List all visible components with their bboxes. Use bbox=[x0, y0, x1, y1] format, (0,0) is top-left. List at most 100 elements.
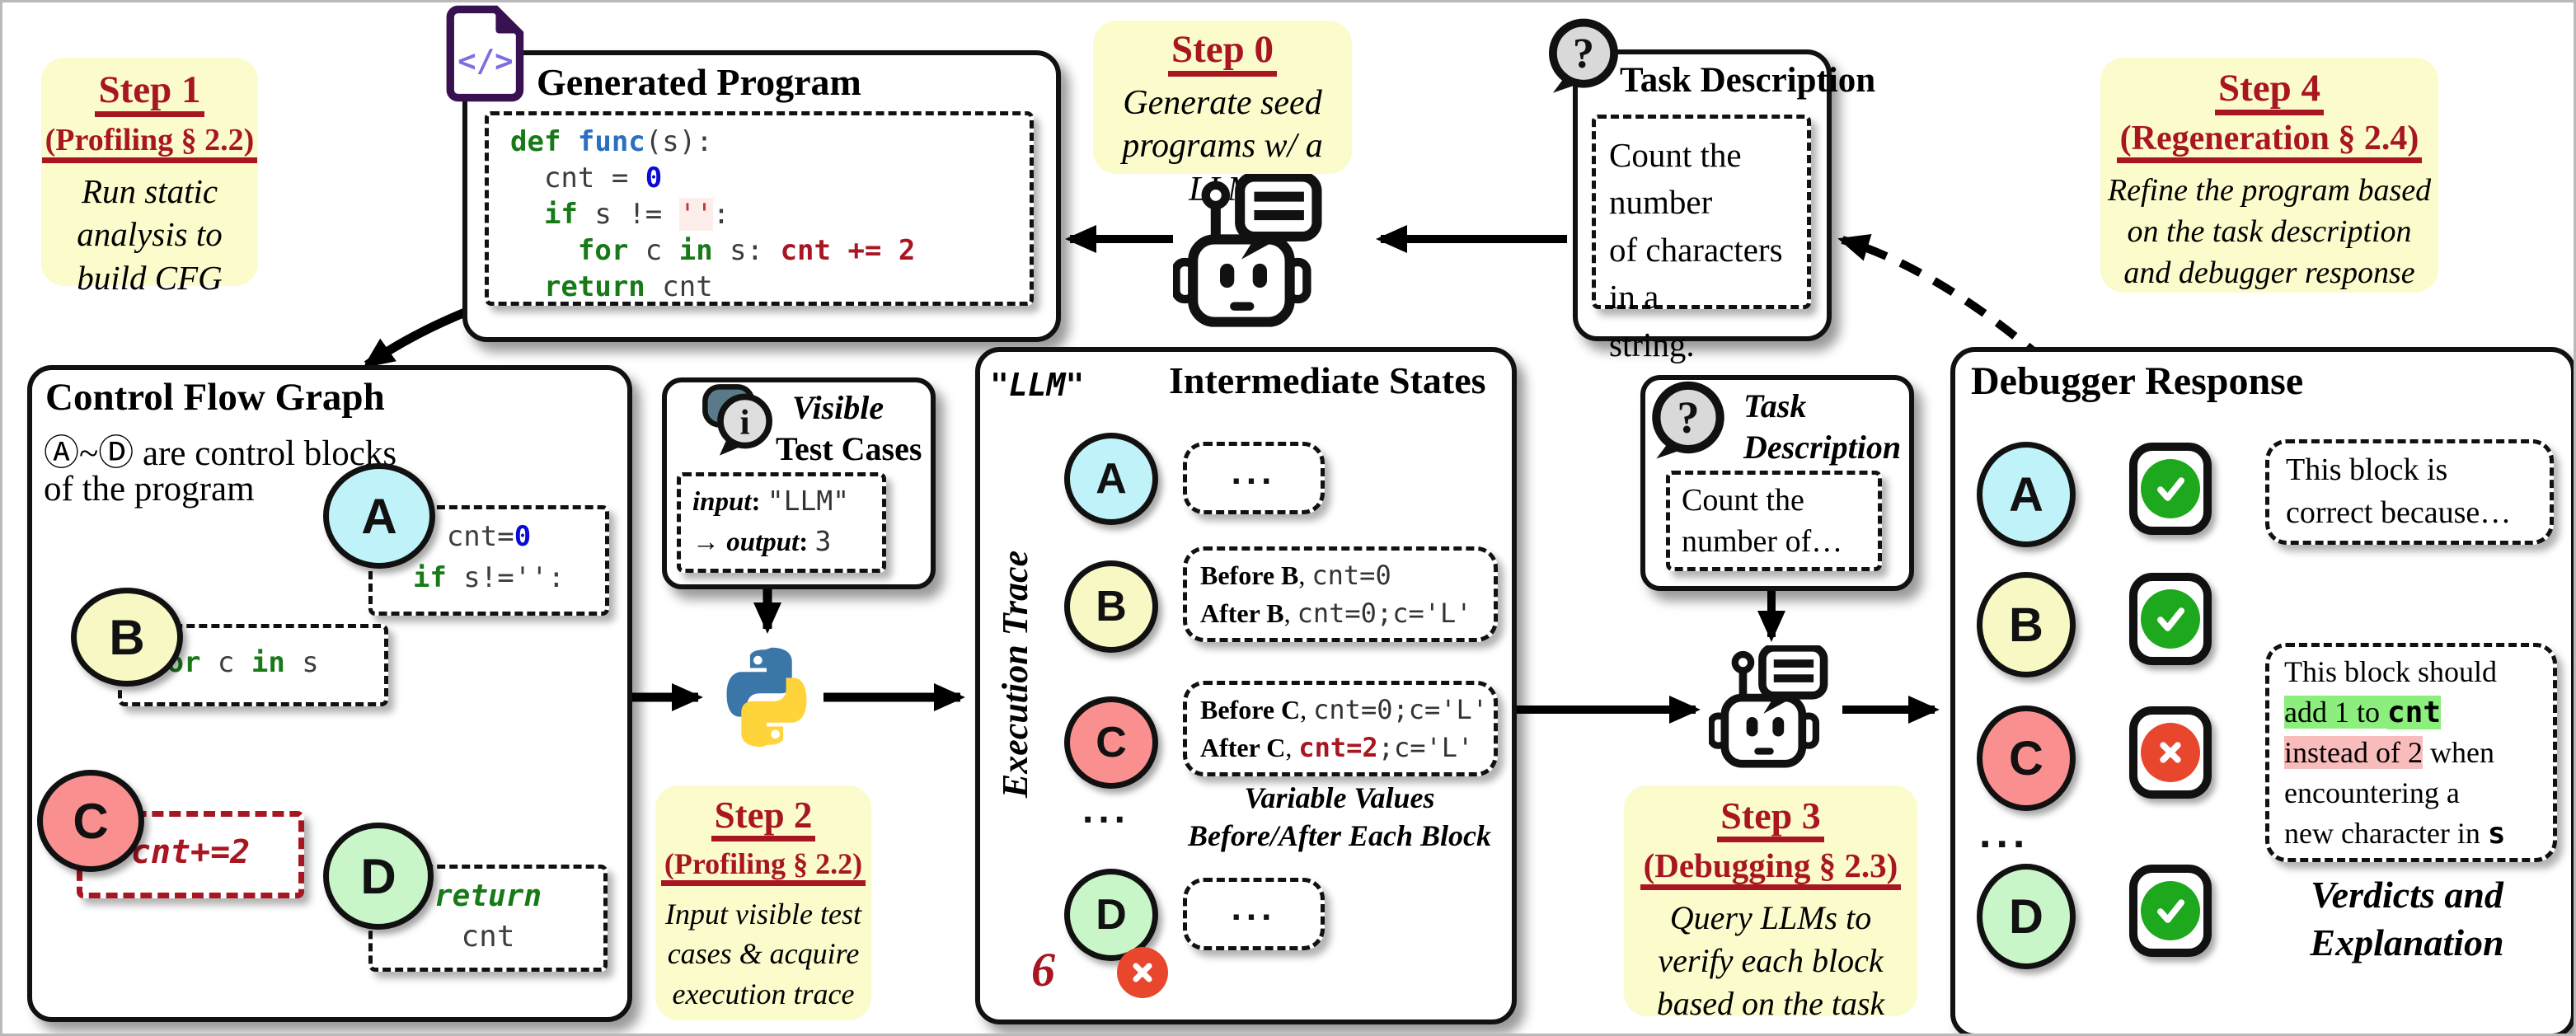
dr-node-c: C bbox=[1977, 706, 2076, 811]
states-box-a: ... bbox=[1183, 442, 1325, 514]
step3-line: verify each block bbox=[1658, 941, 1884, 979]
step2-line: execution trace bbox=[672, 977, 855, 1010]
dr-expl-line: This block should bbox=[2284, 655, 2497, 688]
dr-node-d: D bbox=[1977, 864, 2076, 969]
states-box-b: Before B, cnt=0 After B, cnt=0;c='L' bbox=[1183, 546, 1498, 642]
step2-line: Input visible test bbox=[665, 897, 861, 931]
state-line: Before C, cnt=0;c='L' bbox=[1200, 694, 1489, 725]
step1-note: Step 1 (Profiling § 2.2) Run static anal… bbox=[41, 58, 258, 297]
step2-line: cases & acquire bbox=[667, 937, 860, 971]
dr-verdict-d bbox=[2129, 865, 2212, 957]
step3-line: based on the task bbox=[1656, 984, 1885, 1022]
llm-robot-icon bbox=[1173, 174, 1330, 330]
step3-title: Step 3 bbox=[1717, 796, 1824, 842]
step1-subtitle: (Profiling § 2.2) bbox=[41, 124, 258, 163]
debugger-response-title: Debugger Response bbox=[1971, 359, 2304, 403]
small-task-title1: Task bbox=[1743, 387, 1807, 424]
node-letter: C bbox=[73, 793, 109, 849]
question-bubble-icon bbox=[1546, 17, 1621, 96]
step2-subtitle: (Profiling § 2.2) bbox=[660, 849, 866, 886]
check-icon bbox=[2152, 893, 2189, 929]
states-node-d: D bbox=[1064, 869, 1158, 961]
step3-line: Query LLMs to bbox=[1669, 898, 1872, 936]
dr-verdict-b bbox=[2129, 573, 2212, 665]
cfg-code-line: if s!='': bbox=[412, 561, 565, 594]
states-box-d: ... bbox=[1183, 878, 1325, 950]
dr-expl-line: instead of 2 when bbox=[2284, 736, 2494, 769]
dr-expl-line: add 1 to cnt bbox=[2284, 696, 2442, 729]
code-line: if s != '': bbox=[543, 198, 730, 231]
dr-expl-line: encountering a bbox=[2284, 776, 2460, 809]
states-wrong-output-value: 6 bbox=[1031, 943, 1055, 996]
step4-line: Refine the program based bbox=[2107, 172, 2432, 208]
cfg-node-a: A bbox=[323, 463, 435, 569]
box-ellipsis: ... bbox=[1231, 452, 1277, 492]
small-task-line: Count the bbox=[1682, 483, 1804, 518]
question-bubble-icon-small bbox=[1648, 380, 1729, 462]
step3-subtitle: (Debugging § 2.3) bbox=[1640, 848, 1902, 890]
execution-trace-label: Execution Trace bbox=[995, 550, 1035, 799]
code-line: def func(s): bbox=[510, 125, 713, 158]
code-file-icon bbox=[444, 4, 530, 103]
code-line: for c in s: cnt += 2 bbox=[577, 234, 916, 267]
generated-program-code-box: def func(s): cnt = 0 if s != '': for c i… bbox=[485, 111, 1034, 306]
step0-line: Generate seed bbox=[1123, 83, 1322, 122]
dr-verdict-a bbox=[2129, 443, 2212, 535]
states-caption-line1: Variable Values bbox=[1244, 781, 1435, 814]
states-ellipsis: ... bbox=[1082, 788, 1131, 832]
step1-line: analysis to bbox=[77, 215, 223, 254]
test-output-line: → output: 3 bbox=[692, 525, 832, 557]
python-logo-icon bbox=[713, 644, 820, 751]
node-letter: C bbox=[2009, 731, 2043, 785]
check-icon bbox=[2152, 601, 2189, 637]
node-letter: D bbox=[360, 848, 396, 904]
step1-line: Run static bbox=[81, 171, 218, 210]
state-line: After B, cnt=0;c='L' bbox=[1200, 598, 1472, 629]
task-line: Count the number bbox=[1609, 136, 1742, 222]
visible-tests-title1: Visible bbox=[792, 389, 884, 426]
dr-expl-line: new character in s bbox=[2284, 817, 2506, 851]
intermediate-states-title: Intermediate States bbox=[1169, 359, 1486, 401]
states-wrong-icon bbox=[1117, 947, 1168, 998]
node-letter: D bbox=[2009, 889, 2043, 944]
debugger-robot-icon bbox=[1709, 645, 1834, 771]
dr-caption-line1: Verdicts and bbox=[2311, 874, 2503, 916]
code-line: cnt = 0 bbox=[510, 162, 663, 195]
state-line: After C, cnt=2;c='L' bbox=[1200, 732, 1474, 763]
step4-subtitle: (Regeneration § 2.4) bbox=[2116, 121, 2423, 163]
states-node-b: B bbox=[1064, 560, 1158, 653]
dr-ellipsis: ... bbox=[1979, 809, 2030, 857]
dr-node-b: B bbox=[1977, 572, 2076, 677]
step4-title: Step 4 bbox=[2214, 68, 2325, 115]
cfg-code-line: return bbox=[434, 879, 542, 913]
dr-caption-line2: Explanation bbox=[2310, 921, 2504, 963]
step1-title: Step 1 bbox=[95, 70, 204, 117]
check-icon bbox=[2152, 471, 2189, 507]
step2-note: Step 2 (Profiling § 2.2) Input visible t… bbox=[655, 785, 871, 1020]
states-caption-line2: Before/After Each Block bbox=[1188, 819, 1491, 852]
generated-program-title: Generated Program bbox=[537, 61, 861, 103]
visible-tests-case-box: input: "LLM" → output: 3 bbox=[677, 472, 886, 573]
code-line: return cnt bbox=[543, 270, 713, 303]
step1-line: build CFG bbox=[77, 258, 223, 297]
step3-note: Step 3 (Debugging § 2.3) Query LLMs to v… bbox=[1624, 785, 1917, 1022]
node-letter: D bbox=[1096, 891, 1127, 939]
cfg-title: Control Flow Graph bbox=[45, 376, 385, 419]
cfg-code-line: cnt=0 bbox=[446, 520, 532, 553]
dr-node-a: A bbox=[1977, 442, 2076, 547]
states-node-c: C bbox=[1064, 696, 1158, 789]
step2-title: Step 2 bbox=[711, 796, 816, 841]
info-bubble-icon bbox=[701, 383, 777, 459]
cfg-node-b: B bbox=[71, 588, 183, 687]
states-input-label: "LLM" bbox=[990, 367, 1085, 403]
cfg-code-line: cnt bbox=[461, 920, 515, 954]
task-description-title: Task Description bbox=[1620, 61, 1876, 100]
dr-explanation-a-box: This block is correct because… bbox=[2265, 439, 2554, 545]
node-letter: A bbox=[1096, 455, 1127, 503]
arrow-regeneration-dashed bbox=[1837, 233, 2048, 363]
box-ellipsis: ... bbox=[1231, 888, 1277, 928]
task-line: string. bbox=[1609, 325, 1695, 363]
visible-tests-title2: Test Cases bbox=[776, 430, 922, 467]
dr-expl-line: This block is bbox=[2286, 452, 2448, 487]
cfg-code-line: cnt+=2 bbox=[130, 833, 251, 871]
